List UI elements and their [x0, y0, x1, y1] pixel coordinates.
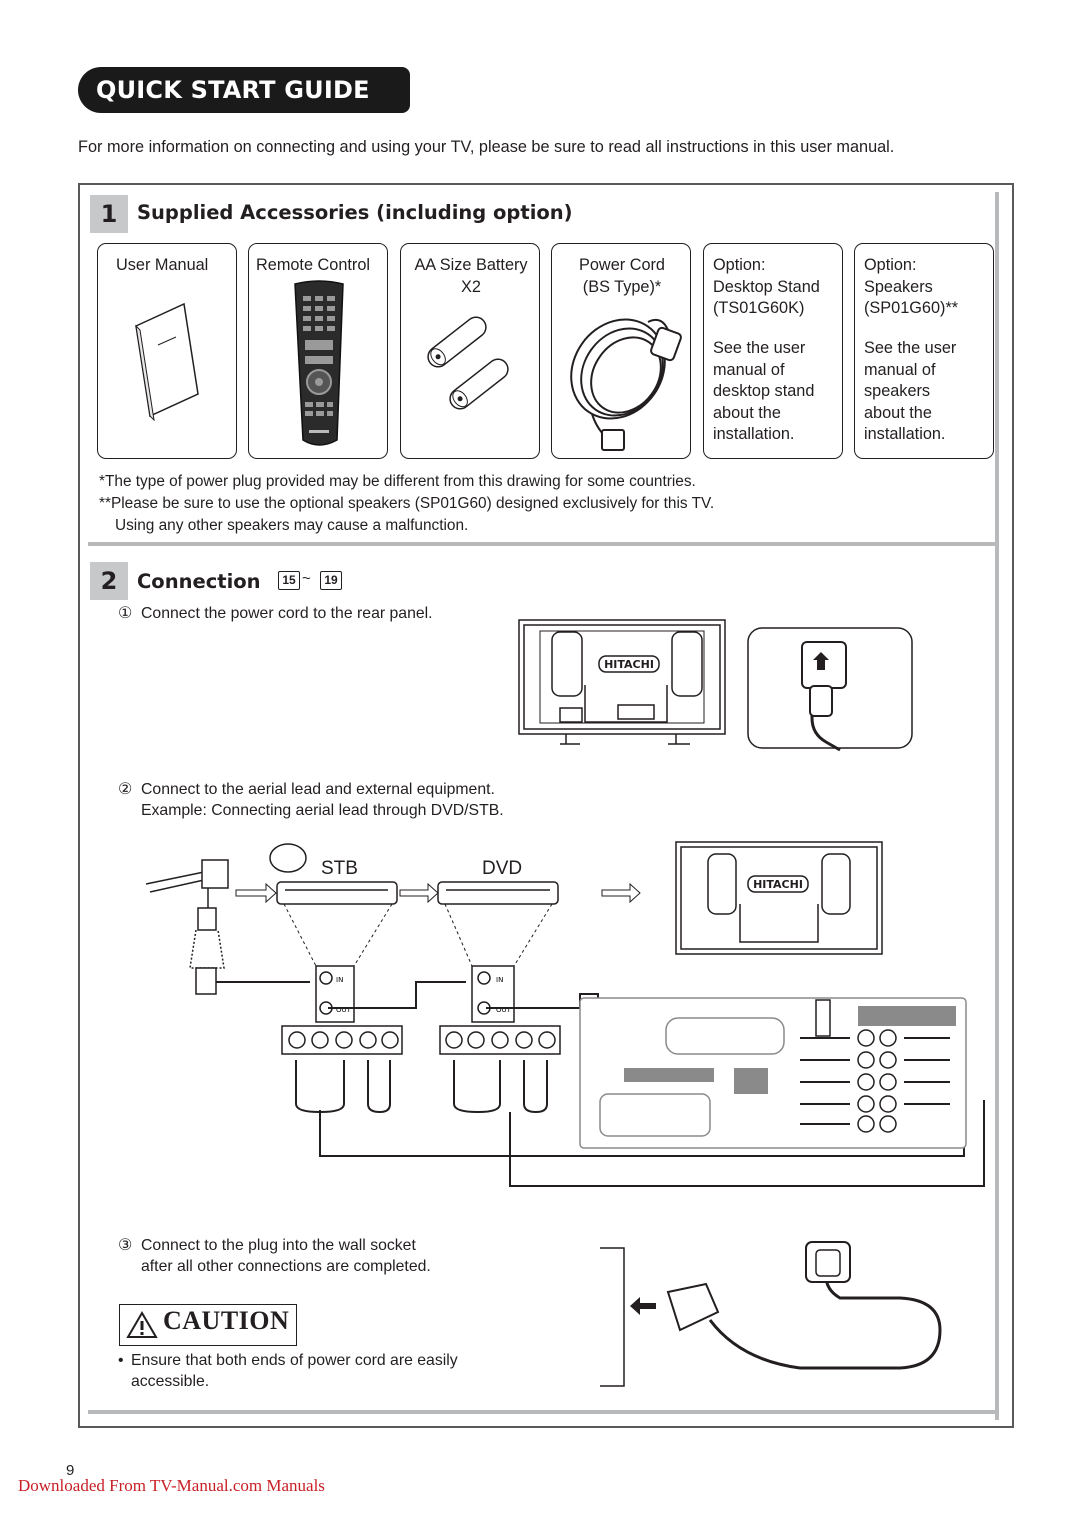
remote-icon: [294, 280, 344, 446]
accessory-note: See the user manual of speakers about th…: [864, 339, 957, 443]
accessory-battery: AA Size Battery X2: [400, 243, 540, 459]
section-1-title: Supplied Accessories (including option): [137, 201, 573, 224]
step-3-text-line-1: Connect to the plug into the wall socket: [141, 1237, 416, 1254]
note-malfunction: Using any other speakers may cause a mal…: [115, 517, 469, 534]
manual-icon: [135, 302, 199, 422]
dvd-out-label: OUT: [496, 1006, 512, 1014]
dvd-in-label: IN: [496, 976, 503, 984]
accessory-label: Option: Speakers (SP01G60)**: [864, 256, 959, 317]
stb-out-label: OUT: [336, 1006, 352, 1014]
accessory-label: Option: Desktop Stand (TS01G60K): [713, 256, 820, 317]
warning-icon: [126, 1311, 158, 1338]
content-frame: [78, 183, 1014, 1428]
page-number: 9: [66, 1462, 75, 1479]
battery-icon: [427, 316, 509, 410]
section-2-number: 2: [90, 562, 128, 600]
accessory-label: User Manual: [116, 256, 209, 274]
page-ref-separator: ~: [302, 570, 311, 587]
stb-label: STB: [321, 858, 358, 879]
stb-in-label: IN: [336, 976, 343, 984]
accessory-speakers: Option: Speakers (SP01G60)** See the use…: [854, 243, 994, 459]
accessory-remote-control: Remote Control: [248, 243, 388, 459]
section-1-number: 1: [90, 195, 128, 233]
page-ref-end: 19: [320, 571, 342, 590]
step-2-marker: ②: [118, 781, 133, 798]
caution-box: [119, 1304, 297, 1346]
frame-shadow-right: [995, 192, 999, 1420]
caution-text-line-2: accessible.: [131, 1373, 210, 1390]
page-title: QUICK START GUIDE: [78, 67, 410, 113]
brand-logo-2: HITACHI: [753, 878, 803, 891]
step-2-text-line-1: Connect to the aerial lead and external …: [141, 781, 495, 798]
page-ref-start: 15: [278, 571, 300, 590]
step-1-text: Connect the power cord to the rear panel…: [141, 605, 433, 622]
accessory-label: Power Cord (BS Type)*: [579, 256, 665, 296]
dvd-label: DVD: [482, 858, 523, 879]
step-1-marker: ①: [118, 605, 133, 622]
brand-logo: HITACHI: [604, 658, 654, 671]
accessory-user-manual: User Manual: [97, 243, 237, 459]
download-link[interactable]: Downloaded From TV-Manual.com Manuals: [18, 1476, 325, 1495]
caution-bullet: •: [118, 1352, 124, 1369]
caution-title: CAUTION: [163, 1306, 290, 1335]
accessory-label: AA Size Battery X2: [414, 256, 528, 296]
accessory-note: See the user manual of desktop stand abo…: [713, 339, 815, 443]
accessory-desktop-stand: Option: Desktop Stand (TS01G60K) See the…: [703, 243, 843, 459]
step-3-text-line-2: after all other connections are complete…: [141, 1258, 431, 1275]
frame-shadow-bottom: [88, 1410, 999, 1414]
section-divider: [88, 542, 999, 546]
caution-text-line-1: Ensure that both ends of power cord are …: [131, 1352, 458, 1369]
step-2-text-line-2: Example: Connecting aerial lead through …: [141, 802, 504, 819]
step-3-marker: ③: [118, 1237, 133, 1254]
note-power-plug: *The type of power plug provided may be …: [99, 473, 696, 490]
power-cord-icon: [570, 318, 682, 451]
section-2-title: Connection: [137, 570, 261, 593]
accessory-label: Remote Control: [256, 256, 371, 274]
accessory-power-cord: Power Cord (BS Type)*: [551, 243, 691, 459]
intro-text: For more information on connecting and u…: [78, 138, 895, 156]
note-speakers: **Please be sure to use the optional spe…: [99, 495, 715, 512]
